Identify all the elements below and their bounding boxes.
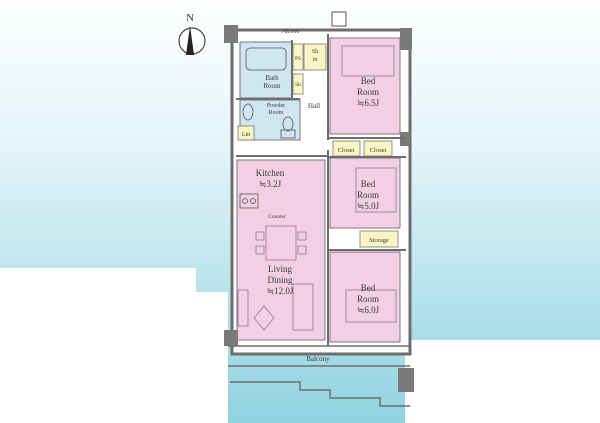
bed-icons xyxy=(341,45,397,323)
ground-area xyxy=(0,268,228,423)
closet-right-label: Closet xyxy=(370,147,387,154)
compass-needle-icon xyxy=(186,26,194,55)
bathroom-label-line2: Room xyxy=(263,82,281,90)
rug-icon xyxy=(253,305,275,331)
hall-label: Hall xyxy=(308,102,320,110)
bedroom2-label-line1: Bed xyxy=(361,179,376,189)
column-top-left xyxy=(224,25,238,43)
bathtub-icon xyxy=(245,47,287,71)
bedroom3-floor xyxy=(329,251,401,343)
living-dining-label-line1: Living xyxy=(268,264,292,274)
pipe-space-label: PS xyxy=(295,56,301,62)
storage-label: Storage xyxy=(369,237,389,244)
column-top-right xyxy=(400,28,412,50)
powder-room-label-line1: Powder xyxy=(267,103,285,109)
counter-label: Counter xyxy=(268,214,286,220)
toilet-icon xyxy=(280,116,296,139)
linen-box xyxy=(237,125,255,141)
closet-left-label: Closet xyxy=(338,147,355,154)
interior-walls xyxy=(236,34,406,346)
alcove-label: Alcove xyxy=(281,28,300,35)
shoe-in-label-line2: in xyxy=(313,57,318,63)
bedroom2-size: ≒5.0J xyxy=(357,201,380,211)
bedroom3-label-line1: Bed xyxy=(361,283,376,293)
bedroom1-floor xyxy=(329,37,401,135)
bedroom2-floor xyxy=(329,157,401,229)
kitchen-stove-icon xyxy=(239,193,259,209)
balcony xyxy=(228,345,410,407)
shoe-in-box xyxy=(303,43,327,71)
column-bottom-left xyxy=(224,330,238,346)
kitchen-ldk-floor xyxy=(236,159,326,341)
compass: N xyxy=(178,12,206,55)
bedroom1-label-line1: Bed xyxy=(361,76,376,86)
dining-table-icon xyxy=(255,225,307,261)
sofa-icon xyxy=(237,283,314,331)
sink-icon xyxy=(242,103,254,121)
ground-area-right xyxy=(405,340,600,423)
bedroom3-label-line2: Room xyxy=(357,294,379,304)
bedroom2-label-line2: Room xyxy=(357,190,379,200)
entrance-box xyxy=(331,11,347,27)
storage-box xyxy=(359,230,399,248)
balcony-label: Balcony xyxy=(306,355,330,363)
column-bottom-right xyxy=(398,368,414,392)
kitchen-label: Kitchen xyxy=(256,168,285,178)
shoe-in-label-line1: Sh xyxy=(312,49,318,55)
bedroom1-label-line2: Room xyxy=(357,87,379,97)
bedroom1-size: ≒6.5J xyxy=(357,98,380,108)
linen-label: Lin xyxy=(242,132,250,138)
kitchen-size: ≒3.2J xyxy=(259,179,282,189)
bathroom-label-line1: Bath xyxy=(265,74,279,82)
living-dining-size: ≒12.0J xyxy=(267,286,294,296)
powder-room-label-line2: Room xyxy=(269,110,284,116)
shoes-label: Sh xyxy=(295,82,301,88)
living-dining-label-line2: Dining xyxy=(267,275,293,285)
compass-north-label: N xyxy=(186,12,194,24)
bedroom3-size: ≒6.0J xyxy=(357,305,380,315)
